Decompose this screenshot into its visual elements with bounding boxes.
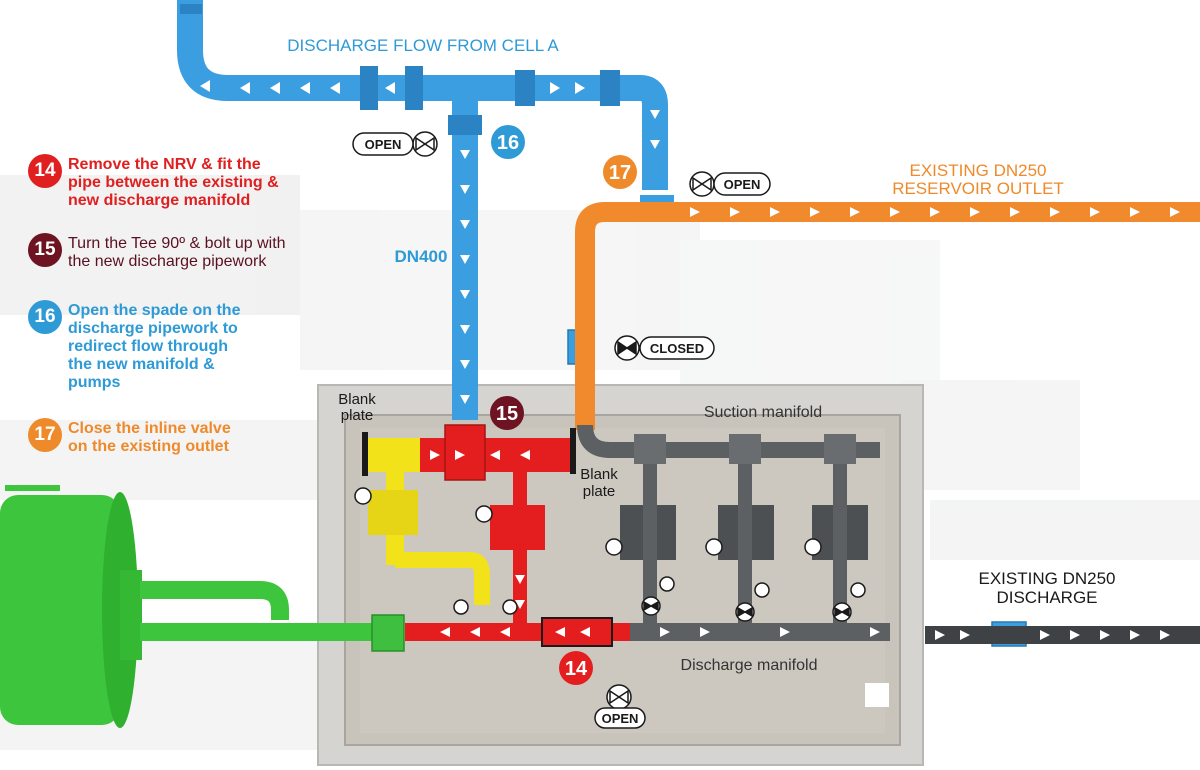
marker-16: 16 [497, 132, 519, 154]
pump-valve-1[interactable] [641, 596, 661, 616]
label-suction-manifold: Suction manifold [704, 404, 822, 421]
label-discharge-manifold: Discharge manifold [681, 657, 818, 674]
diagram-labels: DISCHARGE FLOW FROM CELL A DN400 EXISTIN… [287, 36, 1115, 674]
valve-icon-inline[interactable] [614, 335, 640, 361]
label-blank-plate-left-2: plate [341, 407, 374, 424]
label-blank-plate-right-1: Blank [580, 466, 618, 483]
pump-valve-3[interactable] [832, 602, 852, 622]
valve-glyphs [354, 131, 866, 710]
valve-tag-17: OPEN [724, 177, 761, 192]
pump-icon-3 [804, 538, 822, 556]
step-markers: 16 17 15 14 [490, 125, 637, 685]
label-blank-plate-left-1: Blank [338, 391, 376, 408]
valve-tag-14: OPEN [602, 711, 639, 726]
step-15: 15 Turn the Tee 90º & bolt up with the n… [28, 233, 286, 271]
valve-icon-16[interactable] [412, 131, 438, 157]
pump-icon-1 [605, 538, 623, 556]
marker-15: 15 [496, 403, 518, 425]
marker-14: 14 [565, 658, 588, 680]
step-16-text: Open the spade on the discharge pipework… [68, 302, 241, 391]
marker-17: 17 [609, 162, 631, 184]
step-16-number: 16 [28, 300, 62, 334]
orange-reservoir-outlet [575, 202, 1200, 430]
step-16: 16 Open the spade on the discharge pipew… [28, 300, 241, 392]
background-structures [0, 175, 1200, 750]
check-valve-icon-3 [850, 582, 866, 598]
blue-discharge-pipework [177, 0, 1027, 647]
label-discharge-flow: DISCHARGE FLOW FROM CELL A [287, 36, 559, 55]
valve-tag-inline: CLOSED [650, 341, 704, 356]
label-discharge-line2: DISCHARGE [996, 588, 1097, 607]
step-17: 17 Close the inline valve on the existin… [28, 418, 231, 456]
small-valve-icon-1 [453, 599, 469, 615]
step-15-text: Turn the Tee 90º & bolt up with the new … [68, 235, 286, 270]
step-14: 14 Remove the NRV & fit the pipe between… [28, 154, 279, 210]
step-14-number: 14 [28, 154, 62, 188]
small-valve-icon-2 [502, 599, 518, 615]
green-vessel [0, 485, 405, 728]
valve-tag-16: OPEN [365, 137, 402, 152]
check-valve-icon-2 [754, 582, 770, 598]
label-reservoir-line2: RESERVOIR OUTLET [892, 179, 1064, 198]
step-17-number: 17 [28, 418, 62, 452]
label-dn400: DN400 [395, 247, 448, 266]
grey-manifolds [577, 424, 1200, 644]
pump-valve-2[interactable] [735, 602, 755, 622]
yellow-pipework [362, 432, 490, 605]
step-15-number: 15 [28, 233, 62, 267]
step-17-text: Close the inline valve on the existing o… [68, 420, 231, 455]
label-discharge-line1: EXISTING DN250 [979, 569, 1116, 588]
valve-icon-14[interactable] [606, 684, 632, 710]
pump-icon-2 [705, 538, 723, 556]
check-valve-icon-1 [659, 576, 675, 592]
red-new-pipework [405, 424, 630, 647]
label-blank-plate-right-2: plate [583, 483, 616, 500]
step-14-text: Remove the NRV & fit the pipe between th… [68, 156, 279, 209]
pump-icon-red [475, 505, 493, 523]
pump-icon-yellow [354, 487, 372, 505]
label-reservoir-line1: EXISTING DN250 [910, 161, 1047, 180]
valve-icon-17[interactable] [689, 171, 715, 197]
valve-tags: OPEN OPEN CLOSED OPEN [352, 132, 771, 729]
